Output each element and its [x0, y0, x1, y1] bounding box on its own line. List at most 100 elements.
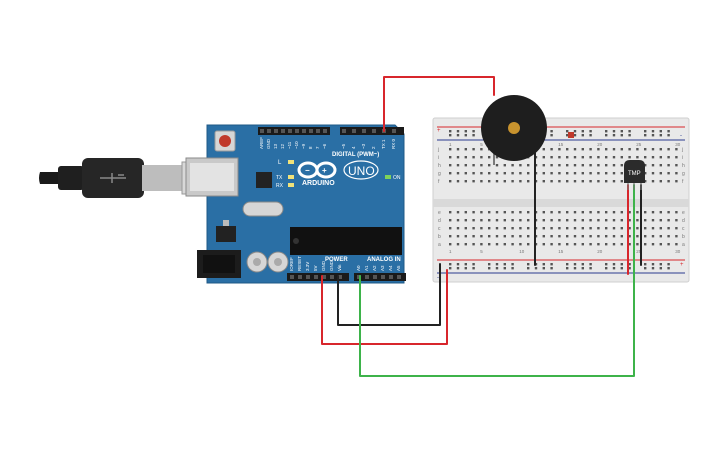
breadboard-hole[interactable]: [605, 267, 608, 270]
breadboard-hole[interactable]: [659, 227, 662, 230]
breadboard-hole[interactable]: [628, 235, 631, 238]
breadboard-hole[interactable]: [495, 243, 499, 246]
breadboard-hole[interactable]: [519, 219, 522, 222]
breadboard-hole[interactable]: [573, 130, 577, 133]
breadboard-hole[interactable]: [456, 134, 460, 137]
breadboard-hole[interactable]: [566, 164, 569, 167]
breadboard-hole[interactable]: [605, 130, 608, 133]
green-wire-a0-to-sensor[interactable]: [359, 184, 635, 377]
breadboard-hole[interactable]: [503, 164, 506, 167]
breadboard-hole[interactable]: [542, 235, 545, 238]
breadboard-hole[interactable]: [566, 130, 569, 133]
breadboard-hole[interactable]: [472, 164, 475, 167]
breadboard-hole[interactable]: [488, 267, 491, 270]
breadboard-hole[interactable]: [480, 148, 483, 151]
header-pin[interactable]: [274, 129, 278, 133]
breadboard-hole[interactable]: [480, 219, 483, 222]
breadboard-hole[interactable]: [581, 180, 584, 183]
breadboard-hole[interactable]: [449, 164, 452, 167]
breadboard-hole[interactable]: [558, 227, 561, 230]
breadboard-hole[interactable]: [659, 243, 662, 246]
breadboard-hole[interactable]: [480, 172, 483, 175]
header-pin[interactable]: [330, 275, 334, 279]
breadboard-hole[interactable]: [667, 243, 670, 246]
breadboard-hole[interactable]: [644, 172, 647, 175]
breadboard-hole[interactable]: [472, 172, 475, 175]
breadboard-hole[interactable]: [495, 267, 499, 270]
breadboard-hole[interactable]: [449, 235, 452, 238]
header-pin[interactable]: [281, 129, 285, 133]
header-pin[interactable]: [372, 129, 376, 133]
breadboard-hole[interactable]: [464, 235, 467, 238]
breadboard-hole[interactable]: [488, 172, 491, 175]
breadboard-hole[interactable]: [597, 156, 600, 159]
breadboard-hole[interactable]: [542, 243, 545, 246]
breadboard-hole[interactable]: [589, 267, 592, 270]
breadboard-hole[interactable]: [550, 148, 553, 151]
breadboard-hole[interactable]: [511, 172, 514, 175]
breadboard-hole[interactable]: [449, 130, 452, 133]
breadboard-hole[interactable]: [566, 134, 569, 137]
breadboard-hole[interactable]: [495, 156, 499, 159]
breadboard-hole[interactable]: [659, 180, 662, 183]
breadboard-hole[interactable]: [612, 134, 616, 137]
breadboard-hole[interactable]: [581, 156, 584, 159]
breadboard-hole[interactable]: [597, 164, 600, 167]
breadboard-hole[interactable]: [644, 219, 647, 222]
breadboard-hole[interactable]: [589, 156, 592, 159]
breadboard-hole[interactable]: [456, 164, 460, 167]
header-pin[interactable]: [309, 129, 313, 133]
breadboard-hole[interactable]: [472, 227, 475, 230]
breadboard-hole[interactable]: [558, 243, 561, 246]
breadboard-hole[interactable]: [511, 263, 514, 266]
breadboard-hole[interactable]: [581, 134, 584, 137]
breadboard-hole[interactable]: [612, 219, 616, 222]
breadboard-hole[interactable]: [558, 164, 561, 167]
breadboard-hole[interactable]: [472, 180, 475, 183]
breadboard-hole[interactable]: [542, 227, 545, 230]
breadboard-hole[interactable]: [659, 130, 662, 133]
breadboard-hole[interactable]: [558, 180, 561, 183]
breadboard-hole[interactable]: [612, 172, 616, 175]
breadboard-hole[interactable]: [503, 227, 506, 230]
breadboard-hole[interactable]: [480, 227, 483, 230]
breadboard-hole[interactable]: [667, 180, 670, 183]
breadboard-hole[interactable]: [667, 263, 670, 266]
breadboard-hole[interactable]: [456, 211, 460, 214]
breadboard-hole[interactable]: [503, 211, 506, 214]
breadboard-hole[interactable]: [566, 263, 569, 266]
breadboard-hole[interactable]: [675, 180, 678, 183]
breadboard-hole[interactable]: [464, 219, 467, 222]
breadboard-hole[interactable]: [620, 172, 623, 175]
breadboard-hole[interactable]: [636, 156, 639, 159]
breadboard-hole[interactable]: [542, 172, 545, 175]
header-pin[interactable]: [373, 275, 377, 279]
breadboard-hole[interactable]: [472, 148, 475, 151]
header-pin[interactable]: [342, 129, 346, 133]
breadboard-hole[interactable]: [581, 130, 584, 133]
red-wire-pin2-to-buzzer[interactable]: [383, 76, 495, 132]
breadboard-hole[interactable]: [659, 263, 662, 266]
breadboard-hole[interactable]: [449, 172, 452, 175]
breadboard-hole[interactable]: [527, 164, 530, 167]
breadboard-hole[interactable]: [675, 211, 678, 214]
breadboard-hole[interactable]: [605, 235, 608, 238]
breadboard-hole[interactable]: [511, 227, 514, 230]
breadboard-hole[interactable]: [589, 219, 592, 222]
breadboard-hole[interactable]: [612, 211, 616, 214]
breadboard-hole[interactable]: [503, 263, 506, 266]
header-pin[interactable]: [316, 129, 320, 133]
breadboard-hole[interactable]: [527, 263, 530, 266]
breadboard-hole[interactable]: [449, 180, 452, 183]
breadboard-hole[interactable]: [456, 267, 460, 270]
breadboard-hole[interactable]: [644, 267, 647, 270]
header-pin[interactable]: [295, 129, 299, 133]
breadboard-hole[interactable]: [651, 164, 655, 167]
breadboard-hole[interactable]: [636, 219, 639, 222]
breadboard-hole[interactable]: [573, 219, 577, 222]
breadboard-hole[interactable]: [628, 243, 631, 246]
breadboard-hole[interactable]: [667, 164, 670, 167]
breadboard-hole[interactable]: [488, 211, 491, 214]
breadboard-hole[interactable]: [667, 130, 670, 133]
breadboard-hole[interactable]: [651, 263, 655, 266]
